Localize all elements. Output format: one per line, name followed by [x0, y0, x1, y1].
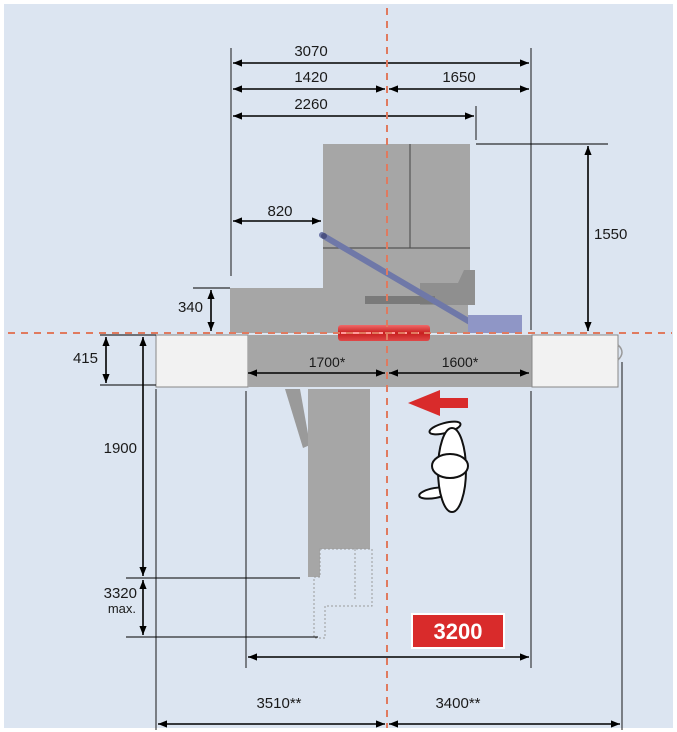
table-center: [248, 335, 532, 387]
stand-max-extension: [313, 548, 373, 639]
label-height-right: 1550: [594, 226, 627, 243]
machine-stand: [285, 389, 373, 639]
extension-lines: [100, 48, 623, 730]
label-stand-height: 1900: [104, 440, 137, 457]
machine-body: [230, 144, 522, 333]
table-extension-left: [155, 334, 249, 388]
label-max-height: 3320: [104, 585, 137, 602]
label-table-height: 415: [73, 350, 98, 367]
dimension-labels: 3070 1420 1650 2260 820 1550 340 415 190…: [73, 43, 627, 712]
width-badge: 3200: [411, 613, 505, 649]
direction-arrow-icon: [408, 390, 468, 416]
label-table-right: 1600*: [442, 354, 479, 370]
label-top-total: 3070: [294, 43, 327, 60]
center-axes: [8, 8, 672, 728]
label-small-height: 340: [178, 299, 203, 316]
arm-pivot: [321, 233, 327, 239]
machine-table: [155, 325, 623, 388]
table-extension-right: [531, 334, 619, 388]
badge-label: 3200: [434, 619, 483, 644]
propeller-icon: [418, 420, 469, 513]
arm-base-plate: [468, 315, 522, 333]
machine-upper-housing: [323, 144, 470, 252]
stand-foot-left: [308, 549, 320, 577]
machine-arm: [319, 232, 473, 325]
label-max-suffix: max.: [108, 601, 136, 616]
label-table-left: 1700*: [309, 354, 346, 370]
label-overall-right: 3400**: [435, 695, 480, 712]
stand-brace: [285, 389, 310, 448]
label-offset-left: 820: [267, 203, 292, 220]
dimension-lines: [102, 59, 620, 728]
red-blade-guard: [338, 325, 430, 341]
stand-column: [308, 389, 370, 549]
machine-rail: [365, 296, 435, 304]
table-end-knob: [617, 344, 623, 361]
label-top-left: 1420: [294, 69, 327, 86]
label-top-arm: 2260: [294, 96, 327, 113]
label-top-right: 1650: [442, 69, 475, 86]
badge-box: [411, 613, 505, 649]
label-overall-left: 3510**: [256, 695, 301, 712]
